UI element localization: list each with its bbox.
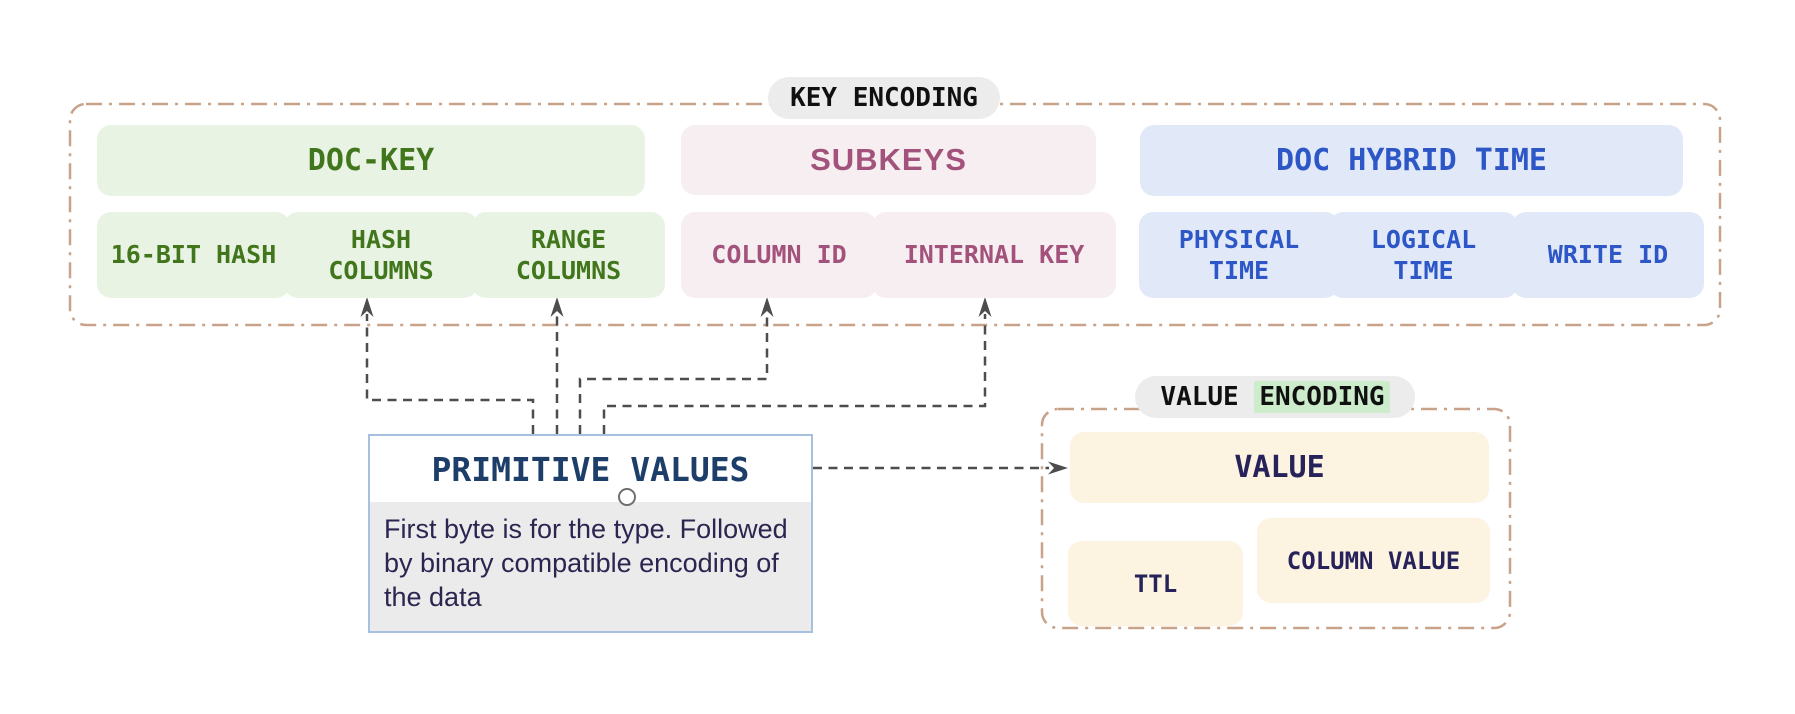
arrowhead-hash-columns bbox=[360, 297, 374, 317]
range-columns-box: RANGE COLUMNS bbox=[472, 212, 665, 298]
primitive-values-node: PRIMITIVE VALUES First byte is for the t… bbox=[368, 434, 813, 633]
doc-key-header: DOC-KEY bbox=[97, 125, 645, 196]
subkeys-header: SUBKEYS bbox=[681, 125, 1096, 195]
arrow-to-internal-key bbox=[602, 314, 987, 434]
write-id-box: WRITE ID bbox=[1512, 212, 1704, 298]
arrowhead-value bbox=[1048, 461, 1068, 475]
key-encoding-label: KEY ENCODING bbox=[768, 77, 1000, 119]
sixteen-bit-hash-box: 16-BIT HASH bbox=[97, 212, 290, 298]
value-box: VALUE bbox=[1070, 432, 1489, 503]
column-value-box: COLUMN VALUE bbox=[1257, 518, 1490, 603]
arrow-to-column-id bbox=[578, 314, 769, 434]
key-encoding-container-border bbox=[68, 102, 1722, 327]
connector-handle-dot bbox=[618, 488, 636, 506]
doc-hybrid-time-header: DOC HYBRID TIME bbox=[1140, 125, 1683, 196]
primitive-values-title: PRIMITIVE VALUES bbox=[370, 436, 811, 502]
logical-time-box: LOGICAL TIME bbox=[1329, 212, 1518, 298]
value-encoding-label-plain: VALUE bbox=[1160, 382, 1255, 412]
internal-key-box: INTERNAL KEY bbox=[872, 212, 1116, 298]
value-encoding-container-border bbox=[1040, 407, 1512, 630]
arrowhead-internal-key bbox=[978, 297, 992, 317]
column-id-box: COLUMN ID bbox=[681, 212, 877, 298]
arrowhead-column-id bbox=[760, 297, 774, 317]
arrowhead-range-columns bbox=[550, 297, 564, 317]
physical-time-box: PHYSICAL TIME bbox=[1139, 212, 1339, 298]
value-encoding-label: VALUE ENCODING bbox=[1135, 376, 1415, 418]
hash-columns-box: HASH COLUMNS bbox=[284, 212, 478, 298]
arrow-to-hash-columns bbox=[365, 314, 535, 434]
value-encoding-label-highlight: ENCODING bbox=[1254, 381, 1390, 413]
ttl-box: TTL bbox=[1068, 541, 1243, 626]
primitive-values-description: First byte is for the type. Followed by … bbox=[370, 502, 811, 631]
